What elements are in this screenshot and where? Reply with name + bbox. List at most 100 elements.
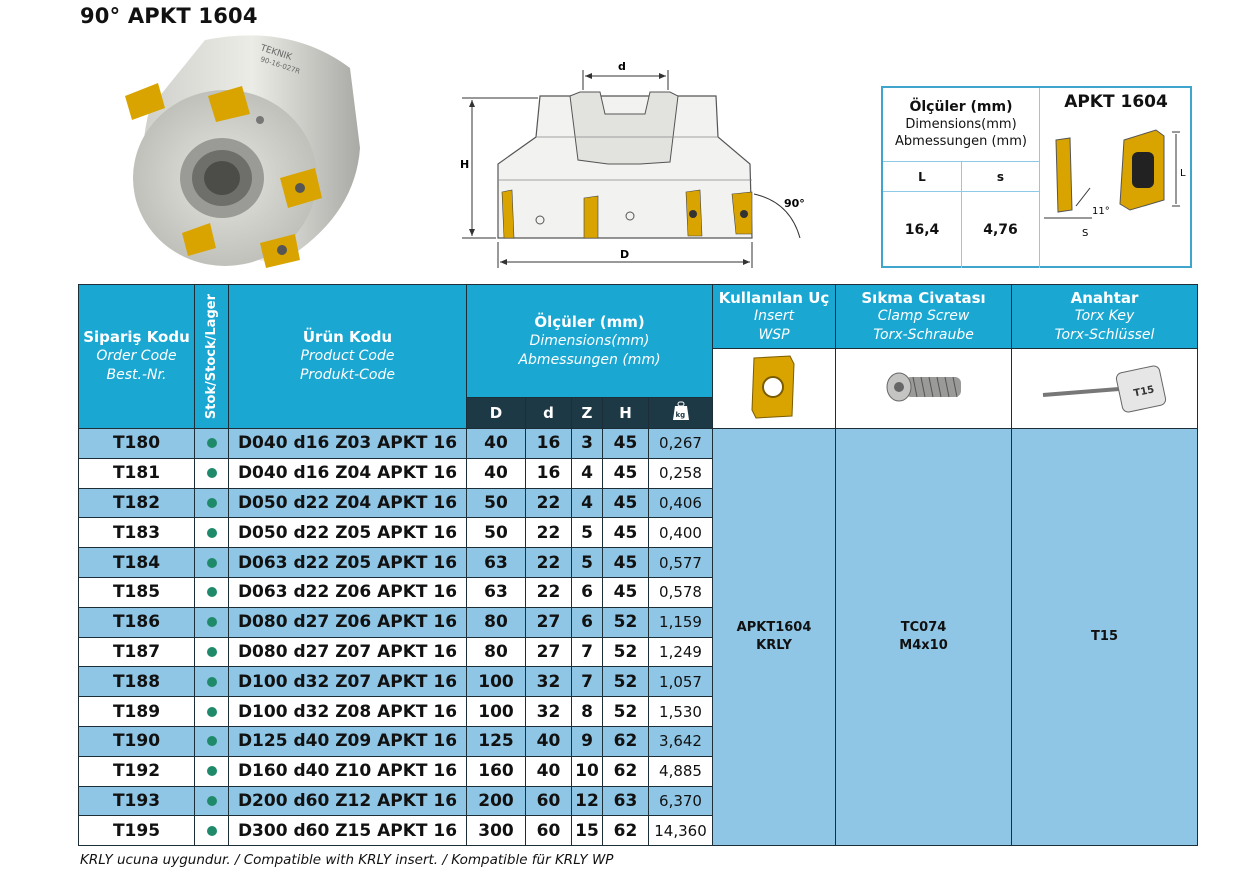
cell-order: T182 — [78, 487, 195, 519]
technical-drawing: d H D 90° — [460, 60, 805, 268]
cell-order: T192 — [78, 755, 195, 787]
cell-d: 100 — [466, 696, 526, 727]
cell-d: 300 — [466, 815, 526, 847]
cell-order: T190 — [78, 725, 195, 757]
cell-z: 8 — [571, 696, 603, 727]
insert-col-L: L — [883, 162, 962, 192]
insert-code-line1: APKT1604 — [736, 620, 812, 636]
cell-h: 45 — [602, 487, 649, 519]
insert-dims-header-de: Abmessungen (mm) — [895, 134, 1027, 149]
cell-d: 16 — [525, 428, 572, 459]
cell-d: 50 — [466, 487, 526, 519]
cell-z: 3 — [571, 428, 603, 459]
in-stock-dot-icon — [206, 497, 217, 508]
cell-order: T195 — [78, 815, 195, 847]
insert-sketch: L 11° S — [1044, 129, 1186, 239]
in-stock-dot-icon — [206, 468, 217, 479]
cell-kg: 3,642 — [647, 725, 714, 757]
cell-d: 27 — [525, 636, 572, 668]
insert-dims-header-tr: Ölçüler (mm) — [909, 99, 1013, 115]
cell-order: T185 — [78, 576, 195, 608]
milling-cutter-image: TEKNIK 90-16-027R — [125, 35, 360, 268]
insert-dim-S: S — [1082, 228, 1088, 239]
cell-h: 45 — [602, 576, 649, 608]
cell-product: D050 d22 Z04 APKT 16 — [228, 487, 467, 519]
header-insert: Kullanılan Uç Insert WSP — [712, 284, 837, 349]
cell-z: 5 — [571, 517, 603, 549]
cell-d: 63 — [466, 576, 526, 608]
cell-z: 6 — [571, 576, 603, 608]
stock-status — [194, 666, 229, 698]
cell-d: 27 — [525, 606, 572, 638]
cell-order: T186 — [78, 606, 195, 638]
insert-val-L: 16,4 — [883, 192, 962, 268]
cell-kg: 0,406 — [647, 487, 714, 519]
insert-image-cell — [712, 348, 837, 429]
cell-d: 22 — [525, 517, 572, 549]
stock-status — [194, 755, 229, 787]
cell-h: 45 — [602, 517, 649, 549]
subheader-H: H — [602, 397, 649, 429]
stock-status — [194, 517, 229, 549]
in-stock-dot-icon — [206, 557, 217, 568]
in-stock-dot-icon — [206, 587, 217, 598]
cell-kg: 6,370 — [647, 785, 714, 817]
in-stock-dot-icon — [206, 438, 217, 449]
cell-d: 32 — [525, 666, 572, 698]
screw-code-line2: M4x10 — [899, 638, 948, 654]
header-clamp-screw: Sıkma Civatası Clamp Screw Torx-Schraube — [835, 284, 1013, 349]
cell-d: 50 — [466, 517, 526, 549]
in-stock-dot-icon — [206, 825, 217, 836]
torx-key-icon: T15 — [1042, 364, 1166, 413]
key-code-cell: T15 — [1011, 427, 1199, 847]
cell-d: 125 — [466, 725, 526, 757]
cell-product: D200 d60 Z12 APKT 16 — [228, 785, 467, 817]
cell-kg: 1,249 — [647, 636, 714, 668]
insert-dims-header-en: Dimensions(mm) — [905, 117, 1017, 132]
subheader-Z: Z — [571, 397, 603, 429]
cell-d: 40 — [466, 428, 526, 459]
header-product-code: Ürün Kodu Product Code Produkt-Code — [228, 284, 467, 429]
cell-z: 7 — [571, 636, 603, 668]
cell-kg: 0,267 — [647, 428, 714, 459]
cell-z: 15 — [571, 815, 603, 847]
header-dimensions: Ölçüler (mm) Dimensions(mm) Abmessungen … — [465, 284, 714, 398]
weight-icon: kg — [672, 401, 689, 420]
footnote: KRLY ucuna uygundur. / Compatible with K… — [80, 852, 614, 868]
in-stock-dot-icon — [206, 646, 217, 657]
screw-code-line1: TC074 — [900, 620, 947, 636]
cell-d: 60 — [525, 815, 572, 847]
screw-image-cell — [835, 348, 1013, 429]
product-table: Sipariş Kodu Order Code Best.-Nr. Stok/S… — [78, 284, 1199, 847]
insert-dim-L: L — [1180, 168, 1186, 179]
in-stock-dot-icon — [206, 795, 217, 806]
cell-z: 4 — [571, 457, 603, 489]
stock-status — [194, 725, 229, 757]
cell-product: D050 d22 Z05 APKT 16 — [228, 517, 467, 549]
in-stock-dot-icon — [206, 766, 217, 777]
cell-h: 45 — [602, 428, 649, 459]
cell-d: 200 — [466, 785, 526, 817]
cell-h: 62 — [602, 725, 649, 757]
cell-d: 80 — [466, 636, 526, 668]
in-stock-dot-icon — [206, 706, 217, 717]
stock-status — [194, 696, 229, 727]
cell-product: D063 d22 Z06 APKT 16 — [228, 576, 467, 608]
cell-d: 40 — [525, 725, 572, 757]
cell-d: 16 — [525, 457, 572, 489]
cell-h: 62 — [602, 815, 649, 847]
page-title: 90° APKT 1604 — [80, 4, 258, 28]
cell-kg: 0,577 — [647, 547, 714, 578]
